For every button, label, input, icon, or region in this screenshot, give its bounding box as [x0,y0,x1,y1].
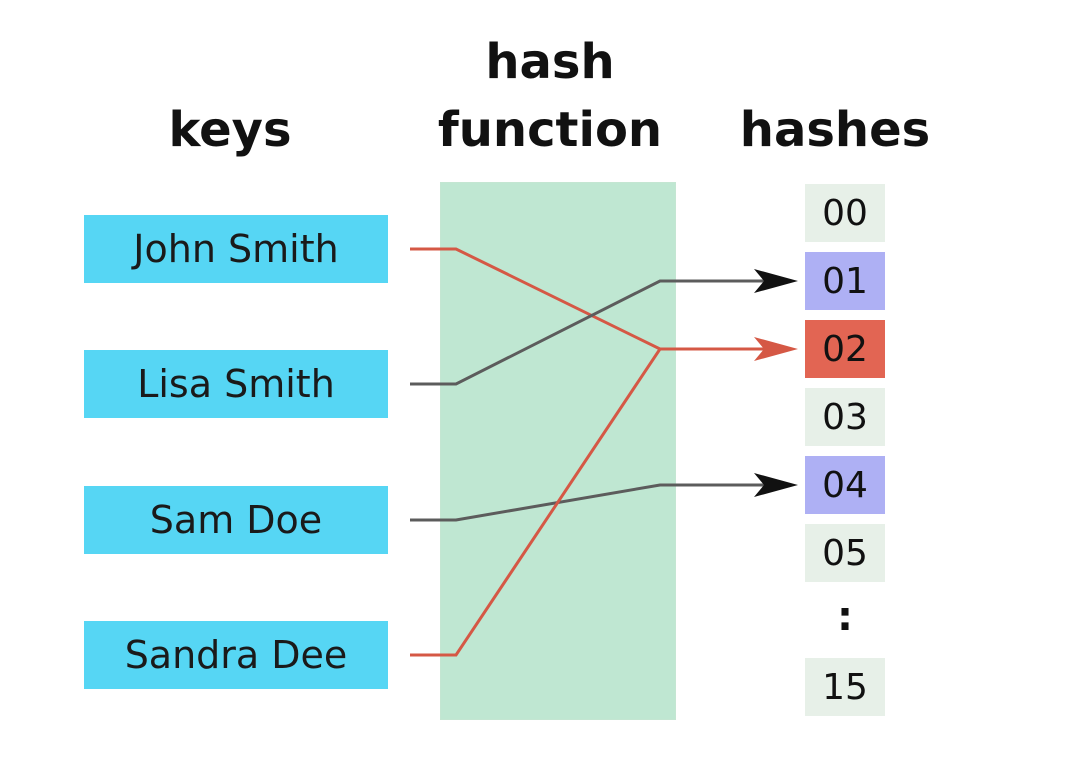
hash-function-heading: hash function [420,28,680,164]
hashes-heading: hashes [739,102,931,158]
key-box: Sandra Dee [84,621,388,689]
mapping-line [410,279,768,386]
hash-slot: 01 [805,252,885,310]
ellipsis: : [837,594,853,640]
arrowhead [754,269,798,293]
hash-slot: 04 [805,456,885,514]
key-box: Lisa Smith [84,350,388,418]
hash-function-heading-line2: function [437,102,663,158]
key-box: John Smith [84,215,388,283]
hash-slot: 02 [805,320,885,378]
hash-slot: 03 [805,388,885,446]
hash-function-box [440,182,676,720]
mapping-line [410,347,768,657]
keys-heading: keys [168,102,292,158]
mapping-line [410,247,768,351]
arrowhead [754,337,798,361]
hash-slot: 00 [805,184,885,242]
arrowhead [754,473,798,497]
hash-slot: 05 [805,524,885,582]
hash-slot: 15 [805,658,885,716]
hash-function-heading-line1: hash [485,34,615,90]
mapping-line [410,483,768,522]
key-box: Sam Doe [84,486,388,554]
